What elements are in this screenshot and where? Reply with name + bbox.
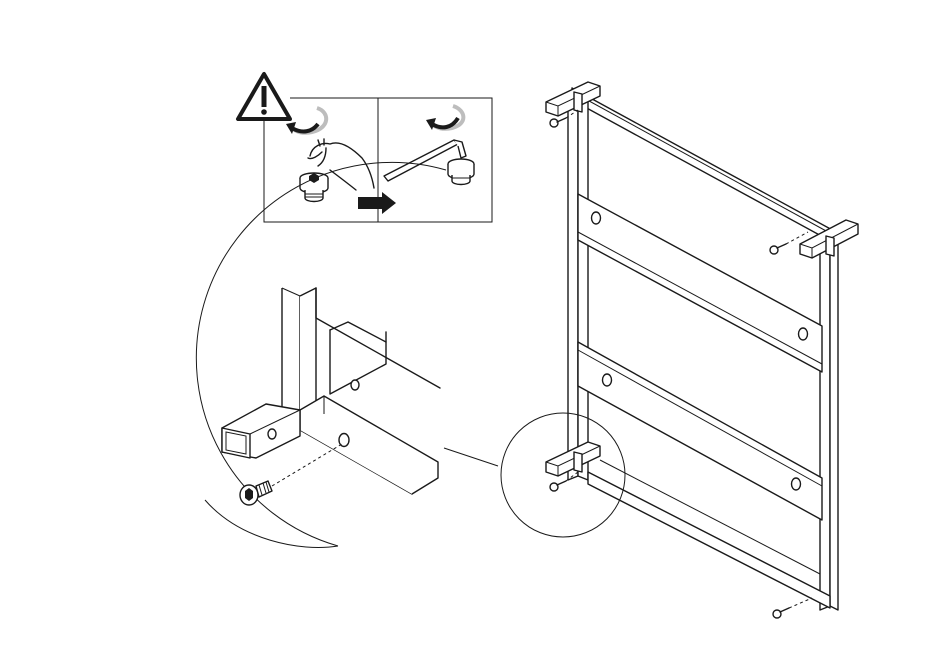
screw-icon [773, 598, 812, 618]
corner-detail-magnified [196, 162, 446, 547]
glide-insert-icon [448, 159, 474, 185]
rotate-counterclockwise-arrow-icon [286, 108, 326, 134]
slat-hole [792, 478, 801, 490]
slat-hole [592, 212, 601, 224]
slat-hole [799, 328, 808, 340]
warning-exclamation-dot [261, 109, 267, 115]
slat-hole [603, 374, 612, 386]
warning-triangle-icon [238, 74, 290, 119]
slat-top [578, 194, 822, 372]
detail-callout-circle [501, 413, 625, 537]
detail-leader-line [444, 448, 498, 466]
right-post [820, 236, 830, 610]
frame-with-slats [546, 82, 858, 610]
rotate-counterclockwise-arrow-icon [426, 106, 463, 130]
warning-exclamation-bar [262, 86, 267, 107]
detail-hole [351, 380, 359, 390]
glide-insert-icon [300, 173, 328, 202]
connector-tube [222, 404, 300, 458]
detail-hole [268, 429, 276, 439]
left-post [568, 92, 578, 480]
pull-out-arrow-icon [358, 192, 396, 214]
